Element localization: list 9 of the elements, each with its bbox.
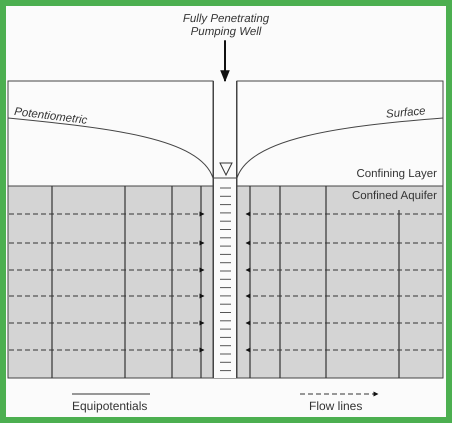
legend-label: Equipotentials — [72, 400, 148, 414]
well-screen — [213, 81, 237, 378]
layer-label: Confining Layer — [356, 168, 437, 181]
surface-label: Surface — [386, 105, 426, 122]
layer-label: Confined Aquifer — [352, 190, 437, 203]
well-label: Fully Penetrating Pumping Well — [176, 13, 276, 38]
legend-label: Flow lines — [309, 400, 362, 414]
surface-label: Potentiometric — [13, 106, 88, 128]
arrow — [220, 40, 230, 82]
